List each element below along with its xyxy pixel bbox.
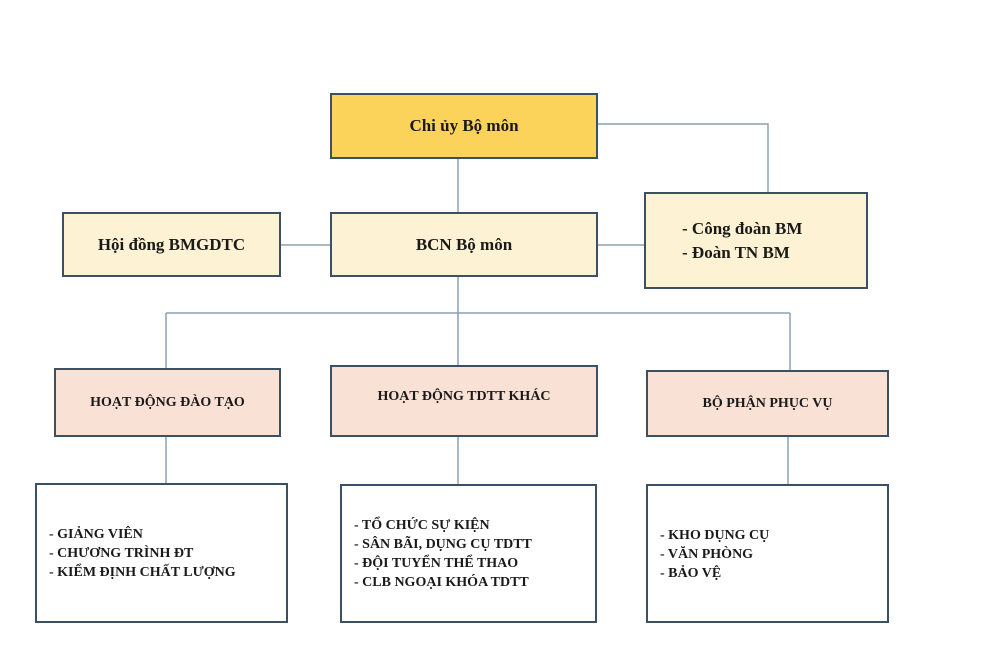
cong-doan-box: - Công đoàn BM - Đoàn TN BM [644,192,868,289]
list-item: - TỔ CHỨC SỰ KIỆN [354,518,490,533]
connector-top-right [597,123,769,192]
list-item: - CHƯƠNG TRÌNH ĐT [49,546,194,561]
bcn-box: BCN Bộ môn [330,212,598,277]
branch-dao-tao-title: HOẠT ĐỘNG ĐÀO TẠO [90,394,245,410]
list-tdtt: - TỔ CHỨC SỰ KIỆN - SÂN BÃI, DỤNG CỤ TDT… [340,484,597,623]
branch-phuc-vu-title: BỘ PHẬN PHỤC VỤ [702,395,833,411]
branch-tdtt-box: HOẠT ĐỘNG TDTT KHÁC [330,365,598,437]
list-item: - BẢO VỆ [660,566,722,581]
list-item: - GIẢNG VIÊN [49,527,143,542]
branch-tdtt-title: HOẠT ĐỘNG TDTT KHÁC [377,389,551,404]
list-phuc-vu: - KHO DỤNG CỤ - VĂN PHÒNG - BẢO VỆ [646,484,889,623]
list-item: - CLB NGOẠI KHÓA TDTT [354,575,529,590]
hoi-dong-box: Hội đồng BMGDTC [62,212,281,277]
list-item: - VĂN PHÒNG [660,547,754,562]
list-dao-tao: - GIẢNG VIÊN - CHƯƠNG TRÌNH ĐT - KIỂM ĐỊ… [35,483,288,623]
list-item: - ĐỘI TUYỂN THỂ THAO [354,556,519,571]
cong-doan-label: - Công đoàn BM [682,218,803,238]
branch-phuc-vu-box: BỘ PHẬN PHỤC VỤ [646,370,889,437]
chi-uy-label: Chi ủy Bộ môn [409,116,519,135]
hoi-dong-label: Hội đồng BMGDTC [97,234,246,254]
doan-tn-label: - Đoàn TN BM [682,242,790,262]
list-item: - SÂN BÃI, DỤNG CỤ TDTT [354,537,532,552]
chi-uy-box: Chi ủy Bộ môn [330,93,598,159]
list-item: - KHO DỤNG CỤ [660,528,770,543]
list-item: - KIỂM ĐỊNH CHẤT LƯỢNG [49,565,236,580]
bcn-label: BCN Bộ môn [415,234,513,254]
branch-dao-tao-box: HOẠT ĐỘNG ĐÀO TẠO [54,368,281,437]
